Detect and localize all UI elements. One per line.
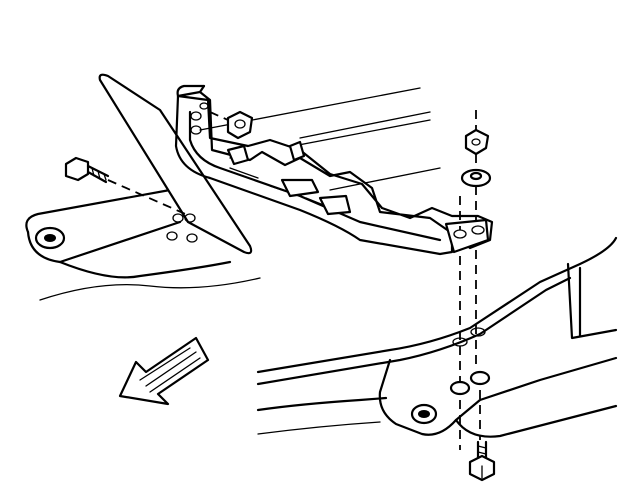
frame-side-rail-right [256,236,618,438]
crossmember [174,84,494,256]
mount-bolt [468,440,496,482]
front-arrow-icon [118,336,210,406]
mount-washer [460,168,492,188]
mount-nut [464,128,490,156]
insulator-plate [98,73,253,255]
crossmember-nut [209,110,254,140]
crossmember-bolt [64,156,191,217]
